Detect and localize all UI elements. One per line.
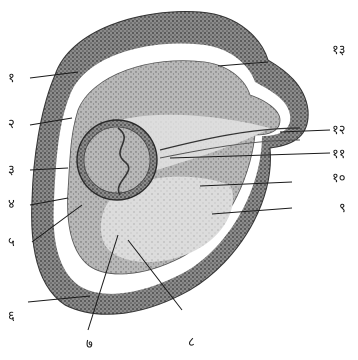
label-5: ५ (8, 236, 15, 249)
label-4: ४ (8, 198, 15, 211)
central-organ-lumen (84, 127, 150, 193)
label-1: १ (8, 72, 15, 85)
label-10: १० (332, 172, 346, 185)
label-7: ७ (86, 338, 93, 351)
label-6: ६ (8, 310, 15, 323)
label-13: १३ (332, 44, 346, 57)
label-9: ९ (339, 202, 346, 215)
label-2: २ (8, 118, 15, 131)
label-8: ८ (188, 336, 195, 349)
label-12: १२ (332, 124, 346, 137)
label-11: ११ (332, 148, 346, 161)
label-3: ३ (8, 164, 15, 177)
